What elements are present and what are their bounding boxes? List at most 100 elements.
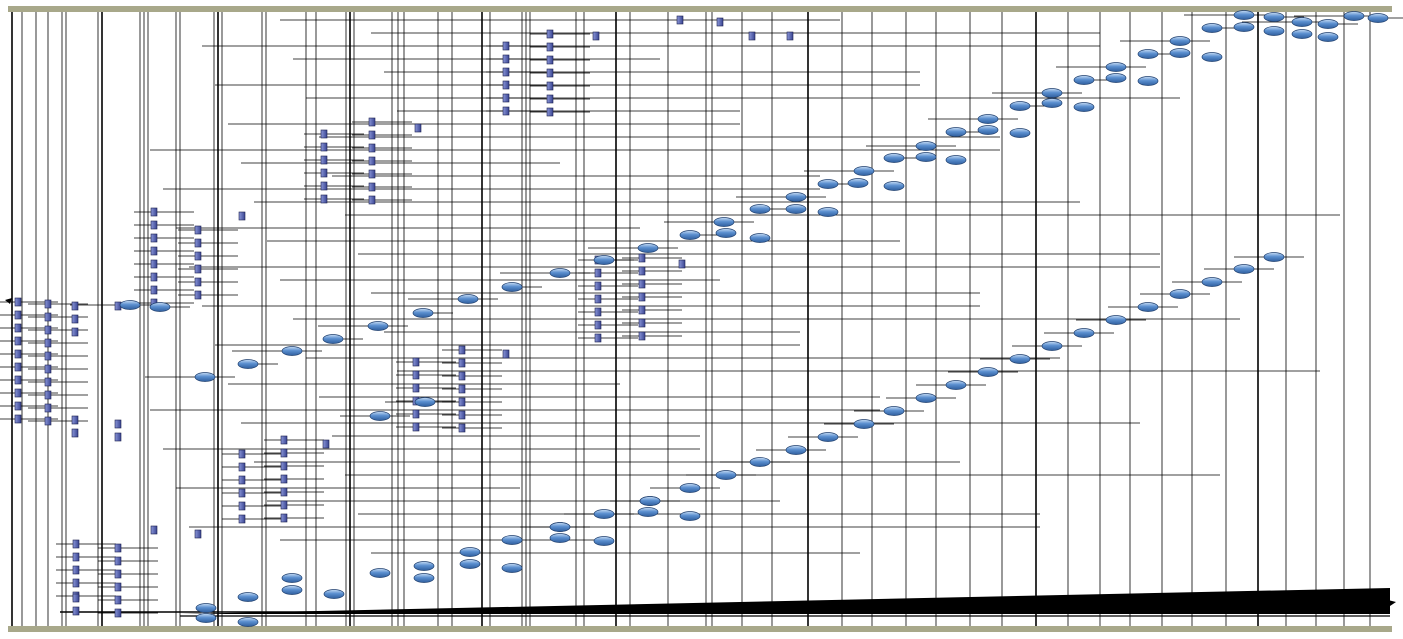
square-port-icon bbox=[638, 331, 646, 341]
square-port-icon bbox=[238, 449, 246, 459]
square-port-icon bbox=[44, 338, 52, 348]
square-port-icon bbox=[150, 525, 158, 535]
square-port-icon bbox=[280, 487, 288, 497]
square-port-icon bbox=[368, 169, 376, 179]
square-port-icon bbox=[72, 565, 80, 575]
oval-gate-icon bbox=[459, 559, 481, 569]
oval-gate-icon bbox=[1367, 13, 1389, 23]
oval-gate-icon bbox=[1233, 10, 1255, 20]
bottom-frame-bar bbox=[8, 626, 1392, 632]
square-port-icon bbox=[44, 312, 52, 322]
oval-gate-icon bbox=[945, 380, 967, 390]
oval-gate-icon bbox=[237, 359, 259, 369]
square-port-icon bbox=[412, 383, 420, 393]
oval-gate-icon bbox=[549, 533, 571, 543]
square-port-icon bbox=[322, 439, 330, 449]
square-port-icon bbox=[412, 357, 420, 367]
square-port-icon bbox=[150, 207, 158, 217]
oval-gate-icon bbox=[713, 217, 735, 227]
square-port-icon bbox=[14, 297, 22, 307]
square-port-icon bbox=[594, 294, 602, 304]
oval-gate-icon bbox=[459, 547, 481, 557]
square-port-icon bbox=[194, 290, 202, 300]
square-port-icon bbox=[72, 552, 80, 562]
square-port-icon bbox=[280, 500, 288, 510]
oval-gate-icon bbox=[853, 419, 875, 429]
oval-gate-icon bbox=[1073, 75, 1095, 85]
square-port-icon bbox=[458, 345, 466, 355]
square-port-icon bbox=[458, 358, 466, 368]
square-port-icon bbox=[594, 307, 602, 317]
square-port-icon bbox=[114, 608, 122, 618]
square-port-icon bbox=[320, 181, 328, 191]
oval-gate-icon bbox=[715, 470, 737, 480]
oval-gate-icon bbox=[637, 243, 659, 253]
square-port-icon bbox=[280, 474, 288, 484]
oval-gate-icon bbox=[1169, 289, 1191, 299]
square-port-icon bbox=[320, 194, 328, 204]
square-port-icon bbox=[72, 593, 80, 603]
square-port-icon bbox=[238, 475, 246, 485]
square-port-icon bbox=[71, 314, 79, 324]
oval-gate-icon bbox=[413, 561, 435, 571]
square-port-icon bbox=[194, 251, 202, 261]
oval-gate-icon bbox=[237, 617, 259, 627]
square-port-icon bbox=[594, 333, 602, 343]
square-port-icon bbox=[44, 364, 52, 374]
square-port-icon bbox=[114, 595, 122, 605]
square-port-icon bbox=[412, 409, 420, 419]
oval-gate-icon bbox=[1009, 101, 1031, 111]
wire-layer bbox=[0, 12, 1403, 626]
port-layer bbox=[14, 15, 794, 618]
square-port-icon bbox=[458, 423, 466, 433]
oval-gate-icon bbox=[501, 282, 523, 292]
oval-gate-icon bbox=[883, 406, 905, 416]
square-port-icon bbox=[14, 310, 22, 320]
square-port-icon bbox=[502, 67, 510, 77]
square-port-icon bbox=[502, 80, 510, 90]
square-port-icon bbox=[114, 569, 122, 579]
oval-gate-icon bbox=[413, 573, 435, 583]
oval-gate-icon bbox=[1105, 62, 1127, 72]
square-port-icon bbox=[638, 318, 646, 328]
square-port-icon bbox=[320, 129, 328, 139]
square-port-icon bbox=[44, 325, 52, 335]
oval-gate-icon bbox=[149, 302, 171, 312]
square-port-icon bbox=[678, 259, 686, 269]
oval-gate-icon bbox=[1317, 19, 1339, 29]
oval-gate-icon bbox=[195, 613, 217, 623]
oval-gate-icon bbox=[549, 522, 571, 532]
oval-gate-icon bbox=[1201, 277, 1223, 287]
oval-gate-icon bbox=[367, 321, 389, 331]
oval-gate-icon bbox=[785, 204, 807, 214]
square-port-icon bbox=[280, 448, 288, 458]
oval-gate-icon bbox=[322, 334, 344, 344]
oval-gate-icon bbox=[369, 411, 391, 421]
oval-gate-icon bbox=[853, 166, 875, 176]
top-frame-bar bbox=[8, 6, 1392, 12]
square-port-icon bbox=[114, 582, 122, 592]
square-port-icon bbox=[14, 401, 22, 411]
oval-gate-icon bbox=[817, 432, 839, 442]
square-port-icon bbox=[592, 31, 600, 41]
oval-gate-icon bbox=[1041, 88, 1063, 98]
square-port-icon bbox=[368, 195, 376, 205]
square-port-icon bbox=[594, 320, 602, 330]
oval-gate-icon bbox=[847, 178, 869, 188]
oval-gate-icon bbox=[883, 153, 905, 163]
oval-gate-icon bbox=[1041, 98, 1063, 108]
square-port-icon bbox=[150, 233, 158, 243]
square-port-icon bbox=[546, 42, 554, 52]
square-port-icon bbox=[638, 253, 646, 263]
square-port-icon bbox=[546, 29, 554, 39]
oval-gate-icon bbox=[323, 589, 345, 599]
square-port-icon bbox=[716, 17, 724, 27]
square-port-icon bbox=[238, 514, 246, 524]
square-port-icon bbox=[44, 416, 52, 426]
oval-gate-icon bbox=[749, 204, 771, 214]
square-port-icon bbox=[72, 578, 80, 588]
square-port-icon bbox=[194, 225, 202, 235]
oval-gate-icon bbox=[194, 372, 216, 382]
oval-gate-icon bbox=[414, 397, 436, 407]
